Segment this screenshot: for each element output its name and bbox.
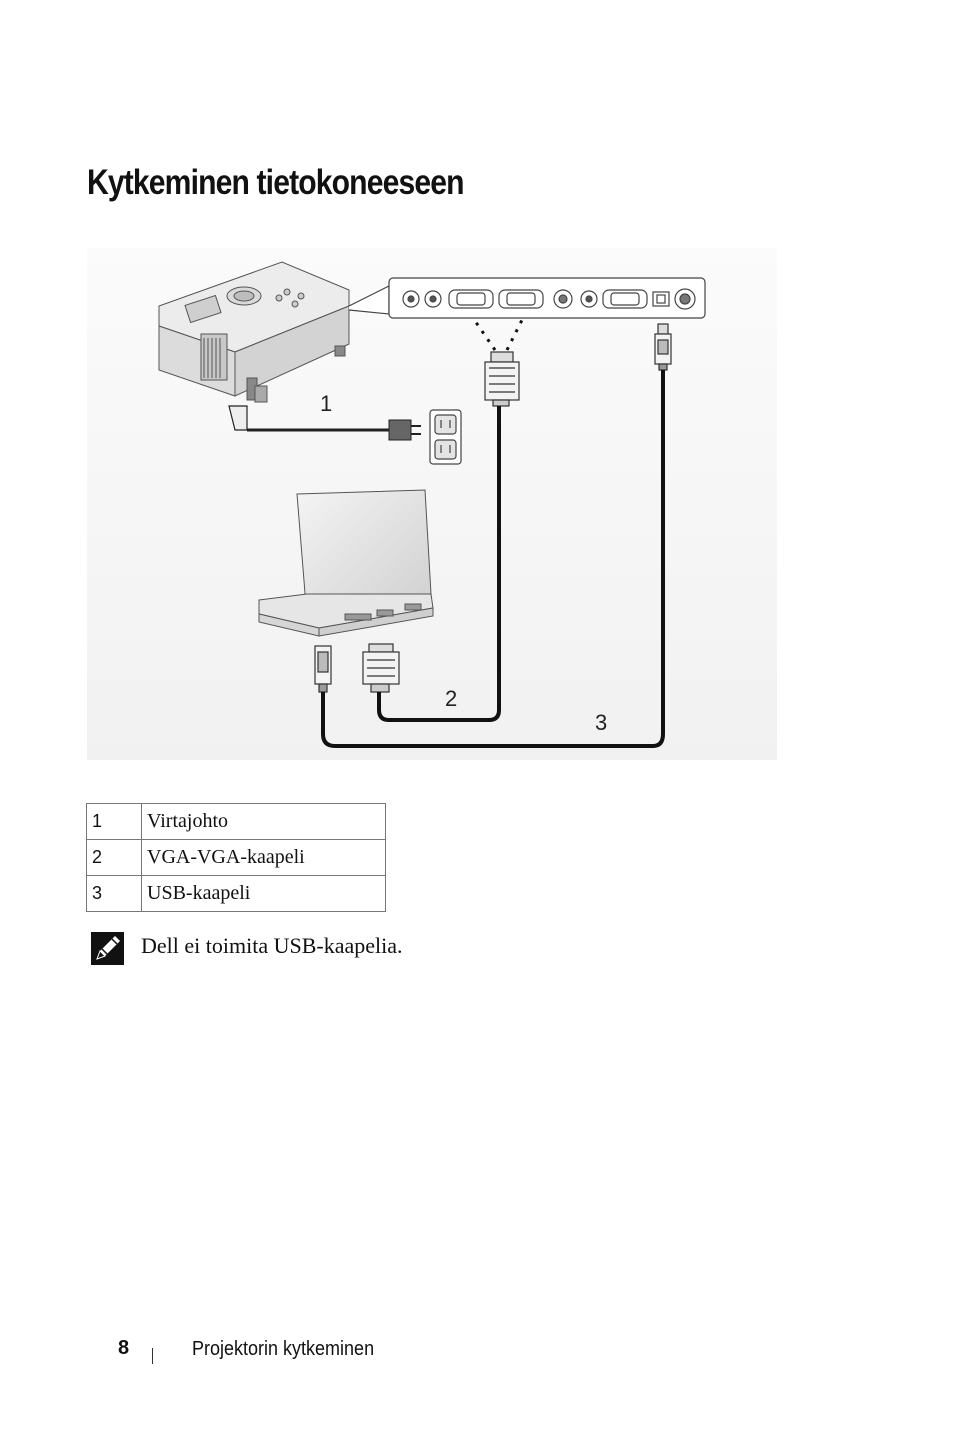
vga-plug-laptop <box>362 643 400 693</box>
legend-table: 1 Virtajohto 2 VGA-VGA-kaapeli 3 USB-kaa… <box>86 803 386 912</box>
table-row: 2 VGA-VGA-kaapeli <box>86 839 386 876</box>
vga-plug-projector <box>484 351 520 407</box>
footer-section-title: Projektorin kytkeminen <box>192 1338 375 1360</box>
note-text: Dell ei toimita USB-kaapelia. <box>141 933 403 958</box>
legend-label: USB-kaapeli <box>141 875 386 912</box>
wall-outlet <box>429 409 462 465</box>
callout-3: 3 <box>595 710 607 735</box>
vga-cable <box>377 406 501 722</box>
projector-illustration <box>158 261 350 403</box>
page-number: 8 <box>118 1337 130 1359</box>
table-row: 3 USB-kaapeli <box>86 875 386 912</box>
usb-plug-projector <box>654 323 672 371</box>
usb-plug-laptop <box>314 645 332 693</box>
legend-number: 2 <box>86 839 142 876</box>
laptop-illustration <box>258 489 434 637</box>
page-title: Kytkeminen tietokoneeseen <box>87 163 464 202</box>
legend-number: 3 <box>86 875 142 912</box>
callout-1: 1 <box>320 391 332 416</box>
callout-2: 2 <box>445 686 457 711</box>
connector-panel <box>348 277 706 319</box>
usb-cable <box>321 370 665 748</box>
connection-diagram: 1 2 3 <box>87 248 777 760</box>
footer-divider <box>152 1348 153 1364</box>
vga-port-arrows <box>471 317 525 351</box>
legend-label: Virtajohto <box>141 803 386 840</box>
legend-label: VGA-VGA-kaapeli <box>141 839 386 876</box>
note-pencil-icon <box>91 932 124 965</box>
table-row: 1 Virtajohto <box>86 803 386 840</box>
power-cord <box>228 405 421 441</box>
legend-number: 1 <box>86 803 142 840</box>
